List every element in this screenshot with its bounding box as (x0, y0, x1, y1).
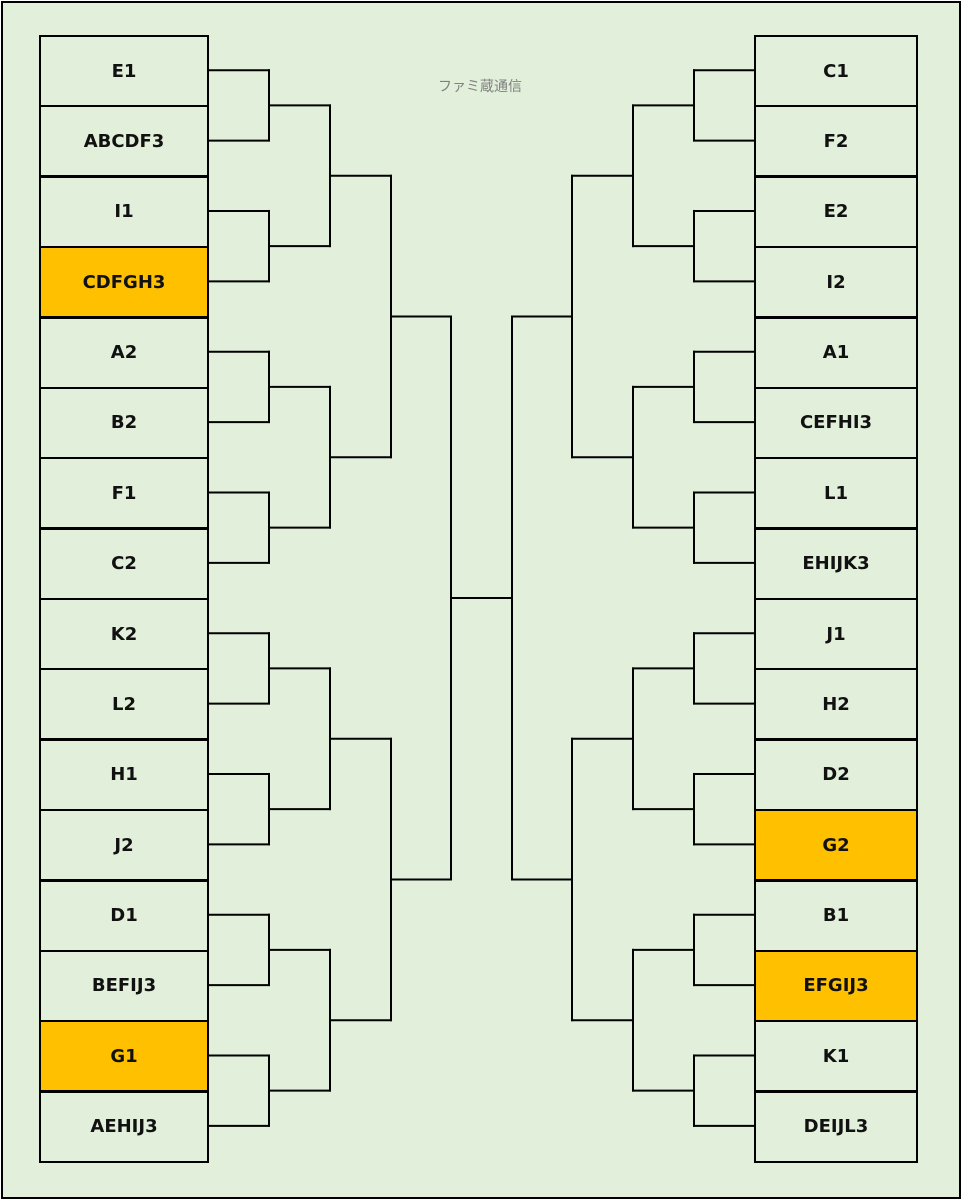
team-slot-right-9: J1 (754, 598, 918, 670)
team-slot-right-11: D2 (754, 738, 918, 811)
team-slot-left-6: B2 (39, 386, 209, 459)
team-slot-right-6: CEFHI3 (754, 386, 918, 459)
team-slot-left-14: BEFIJ3 (39, 949, 209, 1022)
team-slot-right-10: H2 (754, 668, 918, 741)
team-slot-right-12: G2 (754, 809, 918, 882)
team-slot-right-5: A1 (754, 316, 918, 389)
team-slot-left-12: J2 (39, 809, 209, 882)
team-slot-right-1: C1 (754, 35, 918, 107)
team-slot-right-4: I2 (754, 246, 918, 319)
team-slot-left-15: G1 (39, 1020, 209, 1093)
team-slot-left-13: D1 (39, 879, 209, 952)
team-slot-right-2: F2 (754, 105, 918, 178)
team-slot-right-3: E2 (754, 175, 918, 248)
team-slot-left-1: E1 (39, 35, 209, 107)
team-slot-left-2: ABCDF3 (39, 105, 209, 178)
team-slot-right-7: L1 (754, 457, 918, 530)
team-slot-left-9: K2 (39, 598, 209, 670)
team-slot-left-4: CDFGH3 (39, 246, 209, 319)
team-slot-left-11: H1 (39, 738, 209, 811)
team-slot-left-10: L2 (39, 668, 209, 741)
team-slot-right-13: B1 (754, 879, 918, 952)
team-slot-left-7: F1 (39, 457, 209, 530)
team-slot-right-14: EFGIJ3 (754, 949, 918, 1022)
team-slot-left-5: A2 (39, 316, 209, 389)
team-slot-right-16: DEIJL3 (754, 1090, 918, 1163)
team-slot-right-15: K1 (754, 1020, 918, 1093)
team-slot-left-8: C2 (39, 527, 209, 600)
team-slot-right-8: EHIJK3 (754, 527, 918, 600)
watermark-text: ファミ蔵通信 (438, 79, 522, 95)
team-slot-left-16: AEHIJ3 (39, 1090, 209, 1163)
team-slot-left-3: I1 (39, 175, 209, 248)
